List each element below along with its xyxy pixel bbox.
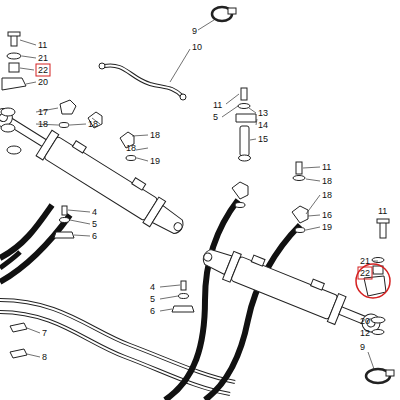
highlight-box [358, 267, 372, 279]
callout-number: 6 [92, 231, 97, 241]
callout-number: 11 [322, 162, 331, 172]
callout-number: 4 [92, 207, 97, 217]
callout-number: 5 [92, 219, 97, 229]
callout-number: 7 [42, 328, 47, 338]
elbow-fitting [292, 206, 308, 223]
elbow-fitting [232, 182, 248, 199]
callout-number: 16 [322, 210, 332, 220]
callout-number: 20 [360, 316, 370, 326]
callout-number: 22 [360, 268, 370, 278]
tee-fitting [60, 100, 76, 114]
washer [7, 53, 21, 59]
callout-number: 15 [258, 134, 268, 144]
bolt [181, 281, 186, 290]
washer [179, 294, 189, 299]
callout-number: 12 [360, 328, 370, 338]
callout-number: 8 [42, 352, 47, 362]
hydraulic-hose [165, 200, 238, 400]
elbow-fitting [88, 112, 102, 128]
highlight-circle [356, 264, 390, 298]
bolt [241, 88, 247, 100]
callout-number: 19 [150, 156, 160, 166]
callout-number: 17 [38, 107, 48, 117]
callout-number: 11 [378, 206, 387, 216]
pipe-block [10, 323, 27, 332]
steering-cylinder [0, 97, 191, 242]
o-ring [295, 228, 305, 233]
callout-number: 18 [150, 130, 160, 140]
highlight-box [36, 64, 50, 76]
washer [238, 104, 250, 109]
steel-pipe [104, 65, 182, 96]
callout-number: 5 [150, 294, 155, 304]
callout-number: 10 [192, 42, 202, 52]
pipe-clip [54, 232, 74, 238]
bolt [62, 206, 67, 215]
callout-number: 4 [150, 282, 155, 292]
callout-number: 18 [126, 143, 136, 153]
callout-number: 14 [258, 120, 268, 130]
callout-number: 18 [322, 190, 332, 200]
bolt [380, 222, 386, 238]
o-ring [59, 123, 69, 128]
callout-number: 21 [38, 53, 48, 63]
hydraulic-hose [205, 225, 300, 400]
o-ring [126, 156, 136, 161]
callout-number: 18 [322, 176, 332, 186]
bracket [2, 78, 26, 90]
o-ring [235, 203, 245, 208]
leader-lines [20, 20, 383, 369]
callout-number: 6 [150, 306, 155, 316]
washer [60, 218, 70, 223]
pipe-block [10, 349, 27, 358]
callout-number: 21 [360, 256, 370, 266]
washer [372, 258, 384, 263]
nut [372, 330, 384, 335]
bushing [373, 266, 383, 274]
bushing [9, 63, 19, 72]
callout-number: 13 [258, 108, 268, 118]
hydraulic-hose [0, 215, 70, 282]
pin [240, 126, 249, 156]
callout-number: 20 [38, 77, 48, 87]
callout-number: 9 [192, 26, 197, 36]
washer [371, 317, 385, 323]
bracket-plate [236, 114, 256, 122]
callout-number: 9 [360, 342, 365, 352]
bolt [296, 162, 302, 174]
pipe-clip [172, 306, 194, 312]
callout-number: 22 [38, 65, 48, 75]
callout-number: 18 [88, 119, 98, 129]
callout-number: 11 [213, 100, 222, 110]
callout-number: 5 [213, 112, 218, 122]
callout-number: 18 [38, 119, 48, 129]
washer [293, 176, 305, 181]
callout-number: 19 [322, 222, 332, 232]
callout-number: 11 [38, 40, 47, 50]
